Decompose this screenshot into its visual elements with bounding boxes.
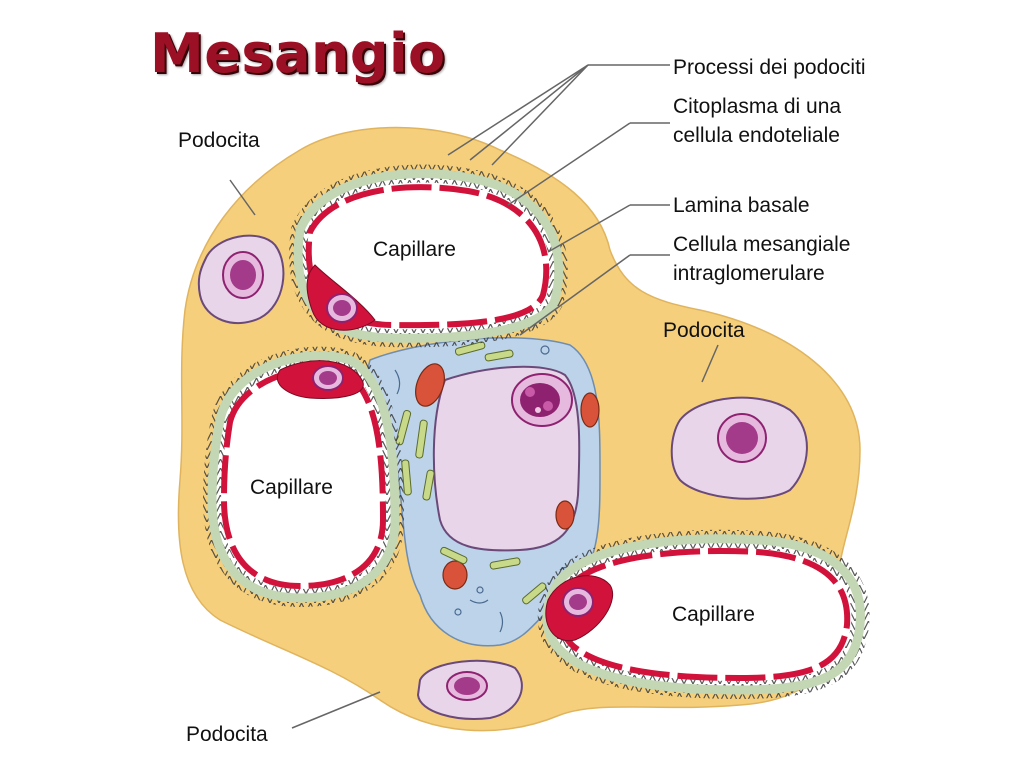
- capillary-right: [537, 529, 870, 700]
- leader-lines: [229, 64, 719, 729]
- podocyte-cell-right: [670, 396, 808, 500]
- capillary-top: [289, 164, 568, 348]
- label-capillare-top: Capillare: [373, 238, 456, 261]
- podocyte-cell-left: [197, 234, 285, 325]
- mitochondria: [415, 363, 600, 590]
- label-podocita-top-left: Podocita: [178, 129, 260, 152]
- label-citoplasma-line1: Citoplasma di una: [673, 95, 841, 118]
- rough-er: [395, 341, 547, 605]
- slide-title: Mesangio: [150, 22, 446, 85]
- mesangial-chromatin: [511, 373, 573, 427]
- label-podocita-right: Podocita: [663, 319, 745, 342]
- podocyte-cell-bottom: [416, 659, 523, 720]
- capillary-left: [202, 346, 405, 608]
- label-lamina: Lamina basale: [673, 194, 810, 217]
- label-mesangiale-line1: Cellula mesangiale: [673, 233, 850, 256]
- label-mesangiale-line2: intraglomerulare: [673, 262, 825, 285]
- label-podocita-bottom: Podocita: [186, 723, 268, 746]
- label-capillare-right: Capillare: [672, 603, 755, 626]
- label-processi: Processi dei podociti: [673, 56, 866, 79]
- label-citoplasma-line2: cellula endoteliale: [673, 124, 840, 147]
- label-capillare-left: Capillare: [250, 476, 333, 499]
